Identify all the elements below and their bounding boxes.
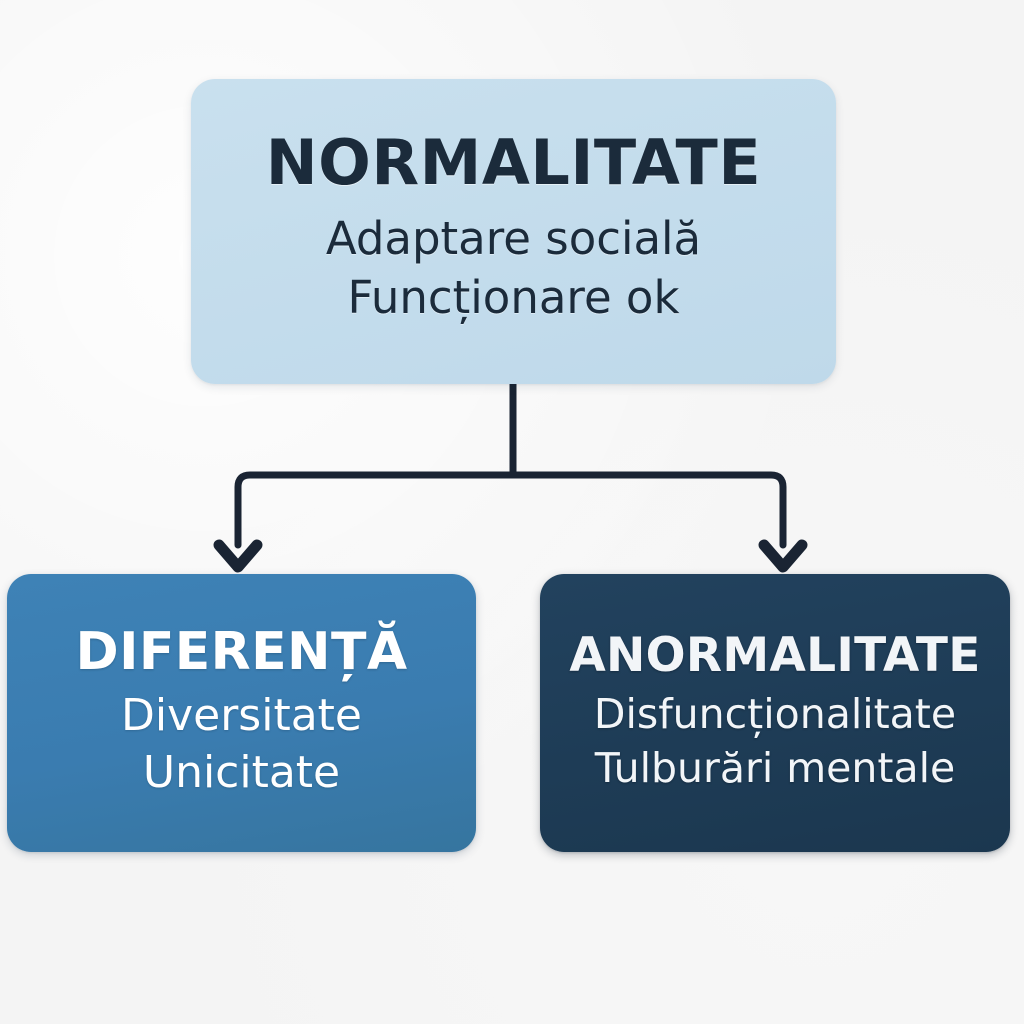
node-normalitate[interactable]: NORMALITATE Adaptare socială Funcționare… [191, 79, 836, 384]
connector-branch-left-line [234, 471, 517, 549]
node-normalitate-subtitles: Adaptare socială Funcționare ok [326, 209, 701, 328]
node-diferenta-title: DIFERENȚĂ [75, 621, 408, 682]
arrowhead-left-icon [213, 539, 263, 573]
node-anormalitate-line-1: Disfuncționalitate [593, 690, 957, 739]
node-normalitate-line-2: Funcționare ok [347, 271, 680, 325]
node-diferenta[interactable]: DIFERENȚĂ Diversitate Unicitate [7, 574, 476, 852]
node-diferenta-subtitles: Diversitate Unicitate [121, 687, 362, 801]
arrowhead-right-icon [758, 539, 808, 573]
node-anormalitate-line-2: Tulburări mentale [594, 743, 956, 792]
node-anormalitate-title: ANORMALITATE [569, 628, 981, 684]
node-anormalitate[interactable]: ANORMALITATE Disfuncționalitate Tulburăr… [540, 574, 1010, 852]
node-anormalitate-subtitles: Disfuncționalitate Tulburări mentale [594, 688, 956, 795]
node-diferenta-line-2: Unicitate [142, 747, 341, 799]
node-normalitate-title: NORMALITATE [265, 125, 762, 199]
connector-branch-right-line [509, 471, 787, 549]
node-diferenta-line-1: Diversitate [121, 690, 362, 742]
node-normalitate-line-1: Adaptare socială [325, 211, 702, 265]
